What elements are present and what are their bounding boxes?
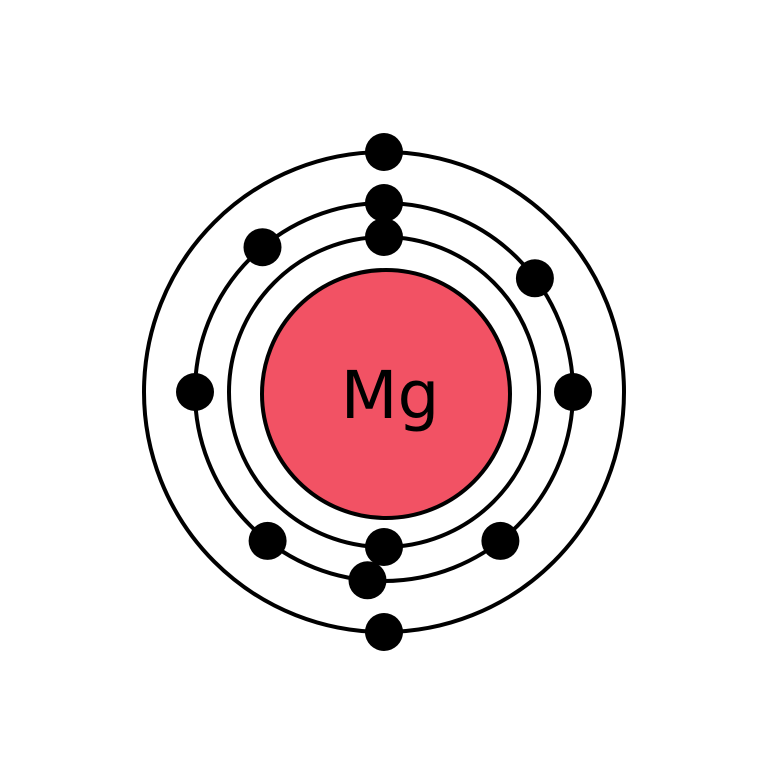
shell-2-electron	[348, 561, 387, 600]
shell-2-electron	[554, 373, 592, 411]
shell-1-electron	[365, 218, 403, 256]
shell-2-electron	[176, 373, 214, 411]
shell-2-electron	[243, 228, 282, 267]
shell-2-electron	[248, 521, 287, 560]
electrons	[176, 133, 592, 651]
shell-2-electron	[515, 259, 554, 298]
element-symbol: Mg	[341, 357, 440, 434]
shell-2-electron	[481, 521, 520, 560]
shell-1-electron	[365, 528, 403, 566]
shell-2-electron	[365, 184, 403, 222]
shell-3-electron	[365, 133, 403, 171]
shell-3-electron	[365, 613, 403, 651]
nucleus	[260, 268, 512, 520]
